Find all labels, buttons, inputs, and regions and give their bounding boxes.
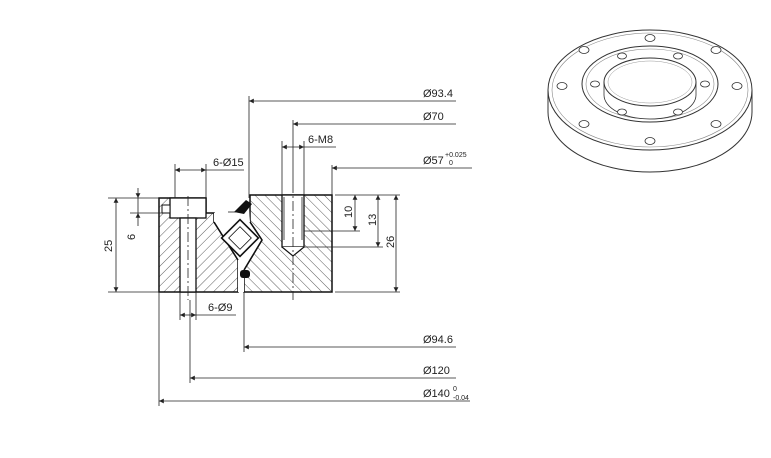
dim-d9: 6-Ø9: [208, 302, 232, 314]
dim-d57: Ø57: [423, 155, 444, 167]
top-seal: [234, 200, 252, 214]
roller: [220, 218, 260, 258]
dim-h25: 25: [103, 240, 115, 252]
dim-d57-tol-lower: 0: [449, 160, 453, 167]
left-dimensions: [108, 188, 162, 293]
dimension-labels: Ø93.4 Ø70 6-M8 Ø57 +0.025 0 6-Ø15 10 13 …: [103, 88, 469, 402]
bottom-dimensions: [158, 292, 470, 406]
dim-d57-tol-upper: +0.025: [445, 152, 467, 159]
dim-d93-4: Ø93.4: [423, 88, 453, 100]
dim-d140-tol-lower: -0.04: [453, 395, 469, 402]
dim-d140-tol-upper: 0: [453, 386, 457, 393]
dim-d120: Ø120: [423, 365, 450, 377]
right-dimensions: [304, 194, 400, 293]
dim-d70: Ø70: [423, 111, 444, 123]
dim-d15: 6-Ø15: [213, 157, 244, 169]
dim-h6: 6: [126, 234, 138, 240]
dim-d140: Ø140: [423, 388, 450, 400]
bottom-seal: [240, 270, 250, 278]
dim-m8: 6-M8: [308, 134, 333, 146]
bearing-3d-view: [547, 29, 753, 173]
dim-h26: 26: [385, 236, 397, 248]
top-dimensions: [174, 96, 472, 198]
dim-h13: 13: [367, 214, 379, 226]
cross-section: [158, 183, 333, 300]
dim-d94-6: Ø94.6: [423, 334, 453, 346]
inner-bolt-holes: [590, 52, 710, 116]
dim-h10: 10: [343, 206, 355, 218]
outer-bolt-holes: [556, 34, 743, 145]
